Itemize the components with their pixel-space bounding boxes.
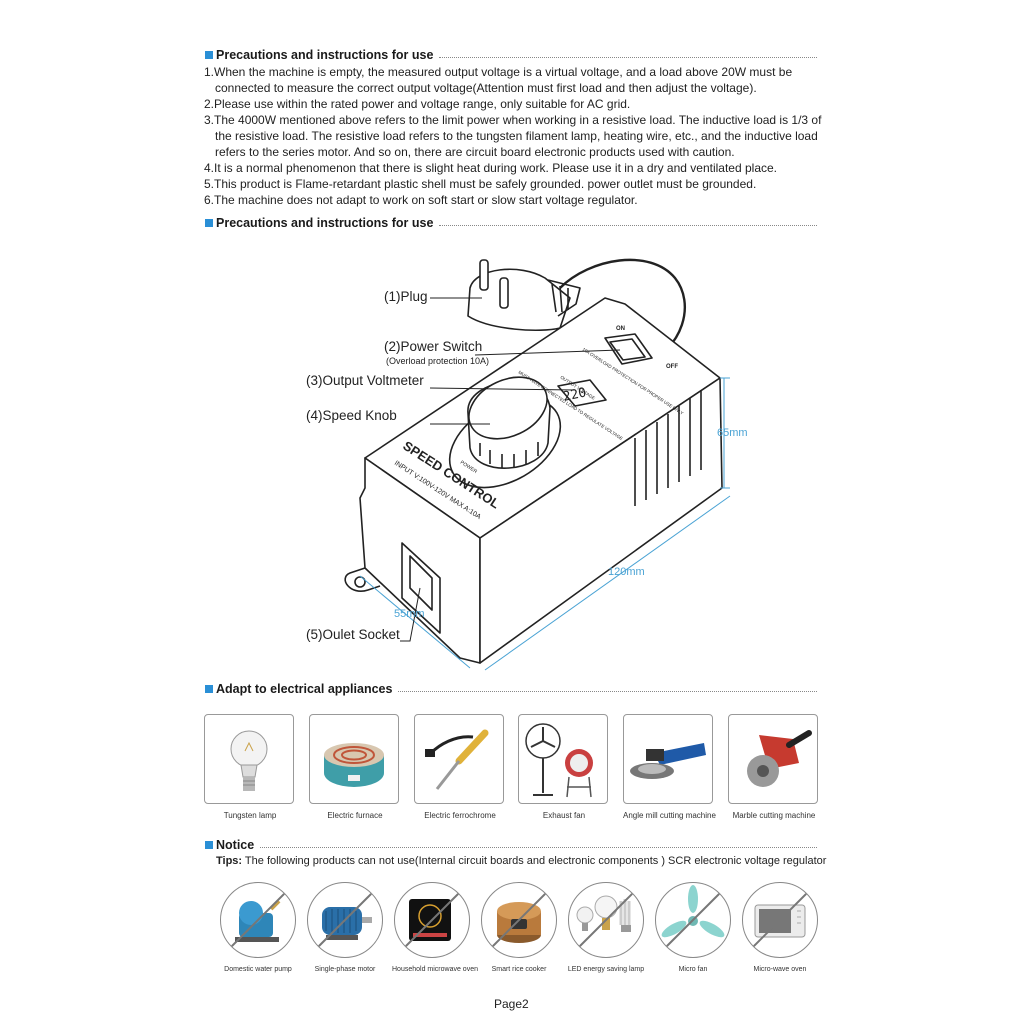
angle-grinder-icon [623,714,713,804]
appliance-grid: Tungsten lamp Electric furnace Electric … [204,714,820,824]
appliance-label: Electric furnace [327,811,383,820]
appliance-label: Tungsten lamp [223,811,277,820]
water-pump-icon [220,882,296,958]
rice-cooker-icon [481,882,557,958]
height-dimension: 65mm [717,427,748,439]
section-title: Notice [216,838,255,852]
power-switch-label: (2)Power Switch [384,339,483,354]
appliance-label: Exhaust fan [542,811,586,820]
dotted-rule [439,56,817,58]
led-lamp-icon [568,882,644,958]
appliance-item: Tungsten lamp [204,714,296,820]
instruction-item: 4.It is a normal phenomenon that there i… [204,161,777,175]
ceiling-fan-icon [655,882,731,958]
prohibited-item: Domestic water pump [218,882,298,973]
induction-cooker-icon [394,882,470,958]
instruction-item: 1.When the machine is empty, the measure… [204,65,793,95]
appliance-label: Angle mill cutting machine [623,811,716,820]
section-header-notice: Notice [205,837,817,853]
marble-cutter-icon [728,714,818,804]
dotted-rule [260,846,817,848]
section-marker [205,51,213,59]
prohibited-label: Single-phase motor [314,966,376,973]
speed-knob-label: (4)Speed Knob [306,408,397,423]
section-title: Adapt to electrical appliances [216,682,393,696]
overload-protection-label: (Overload protection 10A) [386,356,490,366]
section-marker [205,685,213,693]
prohibited-products: Domestic water pump Single-phase motor H… [218,882,818,982]
plug-label: (1)Plug [384,289,428,304]
microwave-icon [742,882,818,958]
section-marker [205,841,213,849]
switch-off-text: OFF [666,364,678,370]
section-marker [205,219,213,227]
appliance-item: Electric ferrochrome [414,714,506,820]
section-title: Precautions and instructions for use [216,48,434,62]
prohibited-item: Single-phase motor [305,882,385,973]
tips-body: The following products can not use(Inter… [242,855,827,867]
dotted-rule [439,224,817,226]
length-dimension: 120mm [608,566,645,578]
appliance-label: Marble cutting machine [732,811,816,820]
prohibited-item: Micro-wave oven [740,882,820,973]
exhaust-fan-icon [518,714,608,804]
appliance-item: Marble cutting machine [728,714,820,820]
section-title: Precautions and instructions for use [216,216,434,230]
prohibited-label: Domestic water pump [224,966,292,973]
prohibited-item: LED energy saving lamp [566,882,646,973]
appliance-item: Electric furnace [309,714,401,820]
instruction-item: 2.Please use within the rated power and … [204,97,631,111]
instruction-item: 3.The 4000W mentioned above refers to th… [204,113,822,159]
soldering-iron-icon [414,714,504,804]
output-voltmeter-label: (3)Output Voltmeter [306,373,424,388]
instruction-item: 6.The machine does not adapt to work on … [204,193,638,207]
instruction-list: 1.When the machine is empty, the measure… [204,64,824,208]
tips-text: Tips: The following products can not use… [216,855,826,867]
switch-on-text: ON [616,326,625,332]
prohibited-label: Smart rice cooker [491,966,547,973]
prohibited-item: Smart rice cooker [479,882,559,973]
section-header-appliances: Adapt to electrical appliances [205,681,817,697]
page-number: Page2 [494,997,529,1011]
appliance-item: Exhaust fan [518,714,610,820]
prohibited-item: Micro fan [653,882,733,973]
electric-motor-icon [307,882,383,958]
speed-controller-drawing: SPEED CONTROL INPUT V:100V-120V MAX A:10… [344,258,731,671]
prohibited-item: Household microwave oven [392,882,478,973]
prohibited-label: Micro-wave oven [753,966,807,973]
appliance-item: Angle mill cutting machine [623,714,716,820]
prohibited-label: Household microwave oven [392,966,478,973]
section-header-precautions: Precautions and instructions for use [205,47,817,63]
prohibited-label: Micro fan [678,966,708,973]
electric-furnace-icon [309,714,399,804]
tips-prefix: Tips: [216,855,243,867]
light-bulb-icon [204,714,294,804]
device-display-text: 220 [562,385,588,405]
section-header-precautions-diagram: Precautions and instructions for use [205,215,817,231]
outlet-socket-label: (5)Oulet Socket [306,627,400,642]
appliance-label: Electric ferrochrome [424,811,496,820]
instruction-item: 5.This product is Flame-retardant plasti… [204,177,757,191]
width-dimension: 55mm [394,608,425,620]
dotted-rule [398,690,817,692]
speed-controller-diagram: SPEED CONTROL INPUT V:100V-120V MAX A:10… [290,238,790,678]
prohibited-label: LED energy saving lamp [567,966,645,973]
